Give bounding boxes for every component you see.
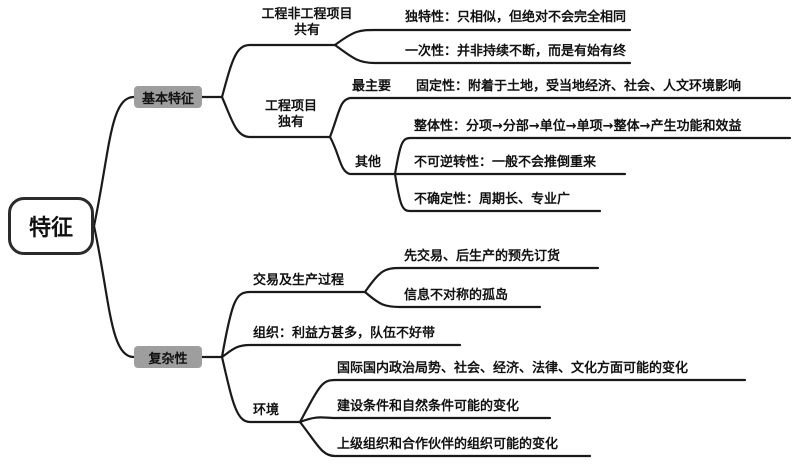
- common-group-node: 工程非工程项目 共有: [252, 7, 362, 39]
- connector-complex-env: [220, 355, 302, 424]
- common-item-uniqueness: 独特性：只相似，但绝对不会完全相同: [405, 10, 627, 25]
- common-group-label-line2: 共有: [293, 23, 320, 38]
- item-uncertainty: 不确定性：周期长、专业广: [414, 192, 571, 207]
- item-irreversibility: 不可逆转性：一般不会推倒重来: [414, 155, 597, 170]
- trade-item-info-island: 信息不对称的孤岛: [404, 288, 509, 303]
- trade-group-label: 交易及生产过程: [253, 273, 345, 288]
- env-item-conditions: 建设条件和自然条件可能的变化: [337, 399, 520, 414]
- env-item-politics: 国际国内政治局势、社会、经济、法律、文化方面可能的变化: [337, 361, 689, 376]
- connector-root-basic: [92, 95, 136, 228]
- environment-group-label: 环境: [253, 403, 280, 418]
- connector-basic-unique: [220, 95, 332, 139]
- branch-basic-label: 基本特征: [141, 91, 194, 107]
- branch-complexity: 复杂性: [134, 346, 202, 368]
- connector-root-complex: [92, 224, 136, 359]
- root-label: 特征: [28, 216, 73, 241]
- common-item-one-time: 一次性：并非持续不断，而是有始有终: [405, 44, 627, 59]
- trade-item-preorder: 先交易、后生产的预先订货: [404, 249, 561, 264]
- item-integrity: 整体性：分项→分部→单位→单项→整体→产生功能和效益: [414, 119, 742, 134]
- branch-basic-features: 基本特征: [134, 86, 202, 108]
- connector-complex-trade: [220, 290, 367, 359]
- most-important-label: 最主要: [352, 79, 392, 94]
- common-group-label-line1: 工程非工程项目: [261, 7, 353, 22]
- unique-group-node: 工程项目 独有: [252, 99, 330, 131]
- unique-group-label-line1: 工程项目: [264, 99, 317, 114]
- root-node: 特征: [8, 197, 94, 255]
- unique-group-label-line2: 独有: [277, 115, 304, 130]
- item-fixedness: 固定性：附着于土地，受当地经济、社会、人文环境影响: [416, 79, 742, 94]
- connector-basic-common: [220, 43, 337, 99]
- env-item-partners: 上级组织和合作伙伴的组织可能的变化: [337, 437, 559, 452]
- connector-complex-org: [220, 343, 462, 359]
- branch-complex-label: 复杂性: [148, 351, 188, 367]
- others-label: 其他: [355, 155, 382, 170]
- organization-node: 组织：利益方甚多，队伍不好带: [253, 326, 436, 341]
